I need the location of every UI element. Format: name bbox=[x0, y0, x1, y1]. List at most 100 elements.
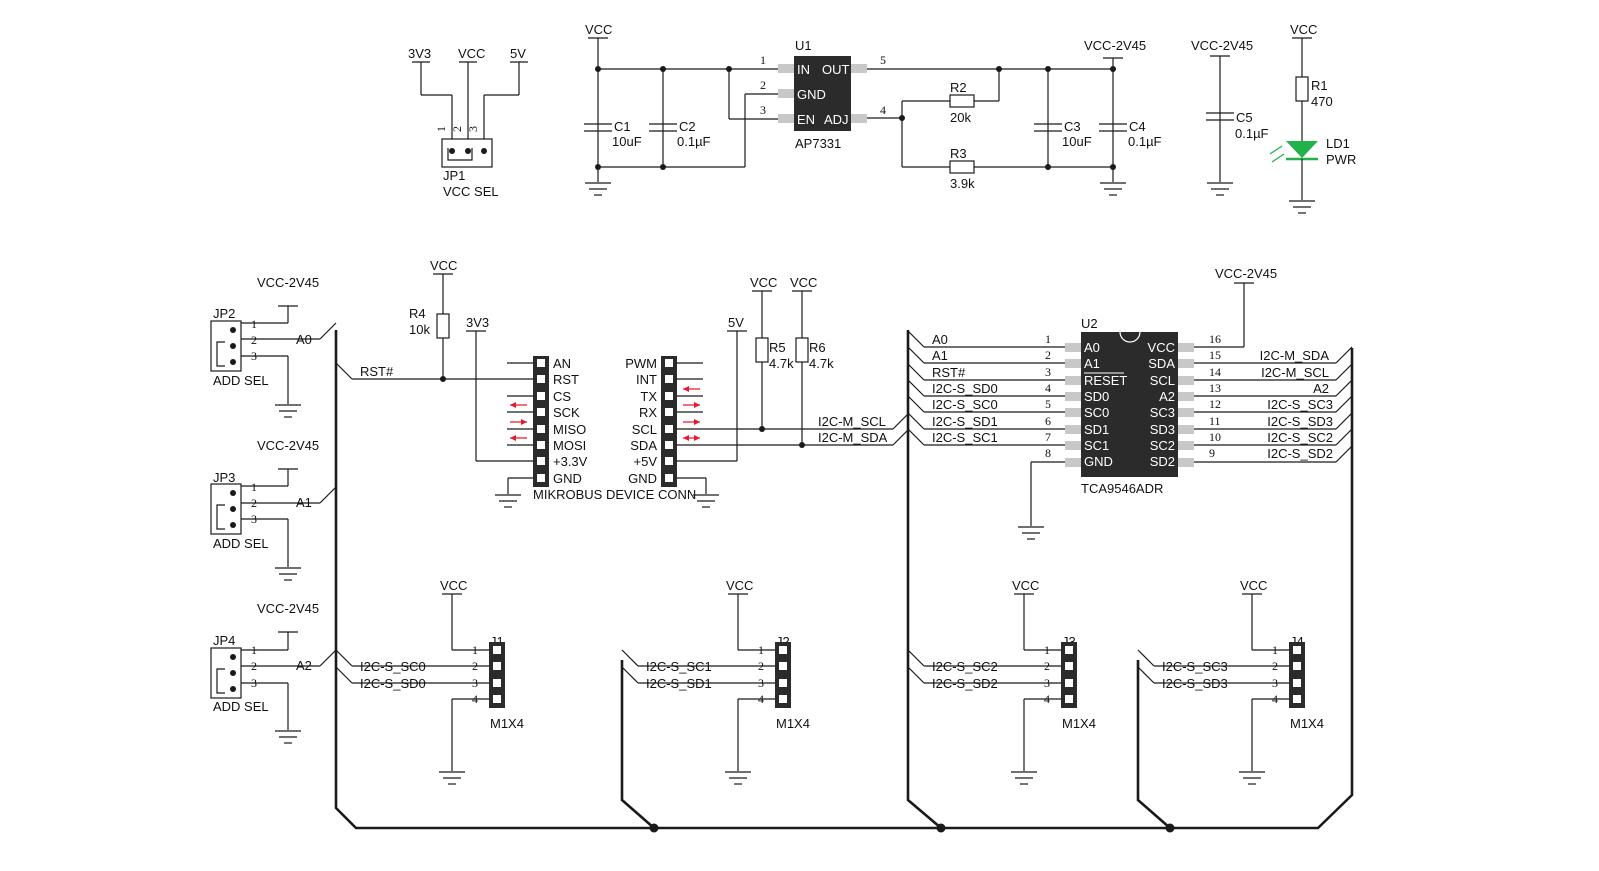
svg-text:I2C-M_SCL: I2C-M_SCL bbox=[818, 414, 886, 429]
ld1-ref: LD1 bbox=[1326, 136, 1350, 151]
header-pin bbox=[665, 392, 673, 400]
header-body bbox=[489, 642, 505, 708]
svg-text:1: 1 bbox=[251, 317, 257, 331]
header-pin bbox=[537, 375, 545, 383]
mikrobus-right-header bbox=[661, 356, 677, 487]
svg-text:A1: A1 bbox=[296, 495, 312, 510]
header-pin bbox=[1293, 679, 1301, 687]
svg-text:SD0: SD0 bbox=[1084, 389, 1109, 404]
svg-text:VCC: VCC bbox=[726, 578, 753, 593]
svg-text:I2C-S_SC1: I2C-S_SC1 bbox=[932, 430, 998, 445]
svg-text:M1X4: M1X4 bbox=[1290, 716, 1324, 731]
svg-text:JP4: JP4 bbox=[213, 633, 235, 648]
svg-text:A1: A1 bbox=[932, 348, 948, 363]
jp2-address-select: VCC-2V45 JP2 ADD SEL 1 2 3 A0 bbox=[210, 275, 337, 418]
svg-text:3: 3 bbox=[758, 676, 764, 690]
svg-text:I2C-S_SC3: I2C-S_SC3 bbox=[1162, 659, 1228, 674]
mb-pin-pwm: PWM bbox=[625, 356, 657, 371]
mb-pin-sck: SCK bbox=[553, 405, 580, 420]
ic-pin bbox=[1178, 392, 1194, 401]
svg-text:SD1: SD1 bbox=[1084, 422, 1109, 437]
net-vcc-u1: VCC bbox=[585, 22, 612, 37]
svg-text:I2C-M_SDA: I2C-M_SDA bbox=[818, 430, 888, 445]
mb-pin-sda: SDA bbox=[630, 438, 657, 453]
r3-value: 3.9k bbox=[950, 176, 975, 191]
svg-text:VCC-2V45: VCC-2V45 bbox=[257, 275, 319, 290]
r6-value: 4.7k bbox=[809, 356, 834, 371]
header-pin bbox=[493, 679, 501, 687]
svg-text:SC1: SC1 bbox=[1084, 438, 1109, 453]
u2-i2c-switch: U2 A0 A1 RESET SD0 SC0 SD1 SC1 GND VCC S… bbox=[907, 266, 1353, 540]
svg-text:VCC: VCC bbox=[750, 275, 777, 290]
ic-pin bbox=[1178, 408, 1194, 417]
svg-text:13: 13 bbox=[1209, 381, 1221, 395]
svg-text:GND: GND bbox=[1084, 454, 1113, 469]
svg-text:2: 2 bbox=[251, 333, 257, 347]
svg-text:3: 3 bbox=[1272, 676, 1278, 690]
ground-symbol bbox=[1207, 182, 1233, 196]
c5-ref: C5 bbox=[1236, 110, 1253, 125]
header-pin bbox=[1065, 679, 1073, 687]
svg-text:16: 16 bbox=[1209, 332, 1221, 346]
mb-pin-an: AN bbox=[553, 356, 571, 371]
svg-text:2: 2 bbox=[472, 659, 478, 673]
svg-text:SC2: SC2 bbox=[1150, 438, 1175, 453]
header-pin bbox=[779, 662, 787, 670]
svg-text:3V3: 3V3 bbox=[466, 315, 489, 330]
c1-value: 10uF bbox=[612, 134, 642, 149]
ic-pin bbox=[1065, 343, 1081, 352]
mb-pin-tx: TX bbox=[640, 389, 657, 404]
svg-text:RST#: RST# bbox=[360, 364, 394, 379]
ic-pin bbox=[1065, 376, 1081, 385]
header-pin bbox=[1293, 646, 1301, 654]
header-pin bbox=[537, 425, 545, 433]
r3-ref: R3 bbox=[950, 146, 967, 161]
svg-text:SD3: SD3 bbox=[1150, 422, 1175, 437]
bus-entry bbox=[1335, 412, 1353, 430]
jp1-name: VCC SEL bbox=[443, 184, 499, 199]
mb-pin-miso: MISO bbox=[553, 422, 586, 437]
svg-text:A0: A0 bbox=[296, 332, 312, 347]
svg-text:1: 1 bbox=[251, 480, 257, 494]
r5-ref: R5 bbox=[769, 340, 786, 355]
svg-text:I2C-S_SC3: I2C-S_SC3 bbox=[1267, 397, 1333, 412]
r1-ref: R1 bbox=[1311, 78, 1328, 93]
svg-text:I2C-S_SD2: I2C-S_SD2 bbox=[1267, 446, 1333, 461]
r4-value: 10k bbox=[409, 322, 430, 337]
svg-text:2: 2 bbox=[251, 496, 257, 510]
header-body bbox=[1289, 642, 1305, 708]
c2-ref: C2 bbox=[679, 119, 696, 134]
net-5v: 5V bbox=[510, 46, 526, 61]
c5-value: 0.1µF bbox=[1235, 126, 1269, 141]
header-pin bbox=[665, 408, 673, 416]
led-icon bbox=[1286, 141, 1318, 158]
c4-value: 0.1µF bbox=[1128, 134, 1162, 149]
svg-text:12: 12 bbox=[1209, 397, 1221, 411]
bus-entry bbox=[1335, 363, 1353, 381]
ic-pin bbox=[1065, 408, 1081, 417]
ground-symbol bbox=[1289, 200, 1315, 214]
svg-text:I2C-M_SCL: I2C-M_SCL bbox=[1261, 365, 1329, 380]
svg-text:1: 1 bbox=[472, 643, 478, 657]
svg-text:14: 14 bbox=[1209, 365, 1221, 379]
u1-ic-body bbox=[794, 56, 851, 131]
ic-pin bbox=[1178, 458, 1194, 467]
svg-text:I2C-S_SC2: I2C-S_SC2 bbox=[1267, 430, 1333, 445]
ic-pin bbox=[1178, 376, 1194, 385]
svg-text:I2C-S_SD3: I2C-S_SD3 bbox=[1267, 414, 1333, 429]
mikrobus-title: MIKROBUS DEVICE CONN bbox=[533, 487, 696, 502]
svg-text:2: 2 bbox=[1272, 659, 1278, 673]
r6-ref: R6 bbox=[809, 340, 826, 355]
svg-text:I2C-S_SC2: I2C-S_SC2 bbox=[932, 659, 998, 674]
svg-text:10: 10 bbox=[1209, 430, 1221, 444]
ic-pin bbox=[1178, 441, 1194, 450]
header-pin bbox=[537, 408, 545, 416]
svg-text:ADD SEL: ADD SEL bbox=[213, 536, 269, 551]
c1-ref: C1 bbox=[614, 119, 631, 134]
regulator-section: VCC C1 10uF C2 0.1µF 1 2 3 bbox=[584, 22, 1162, 196]
u2-ic-body bbox=[1081, 332, 1178, 477]
svg-text:2: 2 bbox=[251, 659, 257, 673]
mb-pin-cs: CS bbox=[553, 389, 571, 404]
svg-text:A2: A2 bbox=[1159, 389, 1175, 404]
signal-direction-arrows bbox=[510, 386, 700, 441]
